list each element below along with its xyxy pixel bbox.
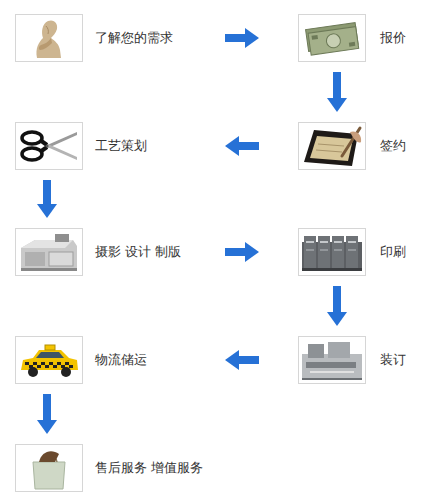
step-label: 签约 bbox=[380, 138, 406, 154]
step-label: 摄影 设计 制版 bbox=[95, 244, 181, 260]
prepress-machine-icon bbox=[16, 229, 83, 276]
process-step: 签约 bbox=[259, 112, 434, 180]
step-label: 报价 bbox=[380, 30, 406, 46]
flow-arrow bbox=[43, 394, 51, 420]
step-label: 装订 bbox=[380, 352, 406, 368]
process-step: 了解您的需求 bbox=[7, 4, 225, 72]
taxi-icon bbox=[16, 337, 83, 384]
money-icon bbox=[299, 15, 366, 62]
signing-icon bbox=[299, 123, 366, 170]
shopping-bag-icon bbox=[16, 445, 83, 492]
flow-arrow bbox=[239, 356, 259, 364]
flow-arrow bbox=[333, 286, 341, 312]
flow-arrow bbox=[333, 72, 341, 98]
printing-press-icon bbox=[299, 229, 366, 276]
process-step: 工艺策划 bbox=[7, 112, 225, 180]
flow-arrow bbox=[225, 248, 245, 256]
step-label: 工艺策划 bbox=[95, 138, 147, 154]
binding-machine-icon bbox=[299, 337, 366, 384]
process-step: 报价 bbox=[259, 4, 434, 72]
step-label: 了解您的需求 bbox=[95, 30, 173, 46]
process-step: 售后服务 增值服务 bbox=[7, 434, 225, 499]
step-label: 印刷 bbox=[380, 244, 406, 260]
scissors-icon bbox=[16, 123, 83, 170]
step-label: 物流储运 bbox=[95, 352, 147, 368]
process-step: 印刷 bbox=[259, 218, 434, 286]
flow-arrow bbox=[43, 180, 51, 204]
flow-arrow bbox=[225, 34, 245, 42]
step-label: 售后服务 增值服务 bbox=[95, 460, 203, 476]
flow-arrow bbox=[239, 142, 259, 150]
process-step: 摄影 设计 制版 bbox=[7, 218, 225, 286]
thinking-icon bbox=[16, 15, 83, 62]
process-step: 装订 bbox=[259, 326, 434, 394]
process-step: 物流储运 bbox=[7, 326, 225, 394]
